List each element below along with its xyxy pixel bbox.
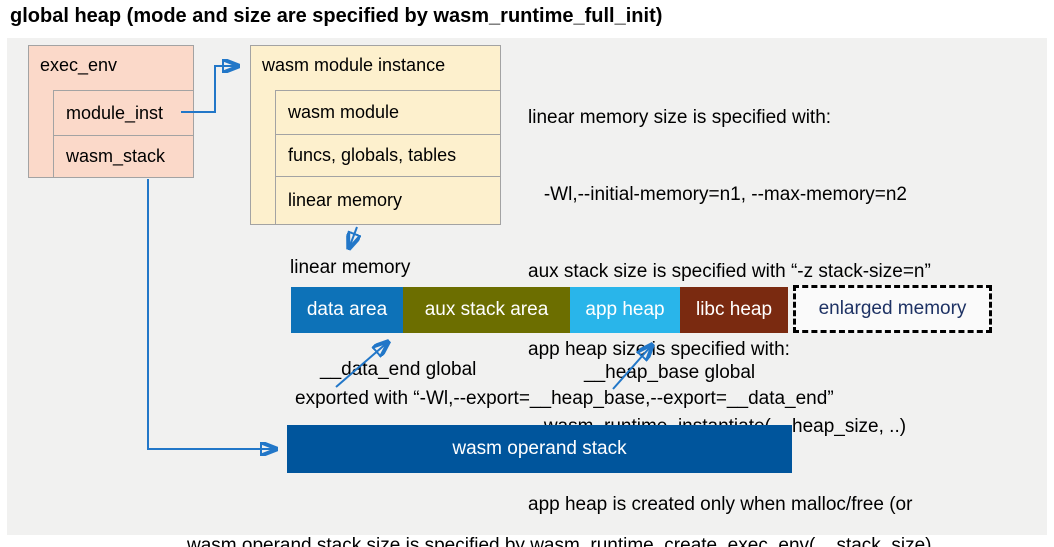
memory-size-notes: linear memory size is specified with: -W… [528, 53, 931, 547]
note-line: app heap size is specified with: [528, 338, 790, 360]
module-inst-label: module_inst [66, 102, 164, 123]
data-end-global-label: __data_end global [320, 359, 477, 380]
app-heap-segment: app heap [570, 287, 680, 333]
libc-heap-segment: libc heap [680, 287, 788, 333]
note-line: aux stack size is specified with “-z sta… [528, 261, 931, 283]
aux-stack-area-segment: aux stack area [403, 287, 570, 333]
wasm-stack-label: wasm_stack [66, 146, 166, 166]
wasm-module-box: wasm module [275, 90, 501, 135]
wasm-operand-stack-bar: wasm operand stack [287, 425, 792, 473]
data-area-segment: data area [291, 287, 403, 333]
wasm-stack-box: wasm_stack [53, 135, 194, 178]
funcs-globals-tables-label: funcs, globals, tables [288, 145, 457, 165]
note-line: wasm operand stack size is specified by … [187, 535, 932, 547]
module-inst-box: module_inst [53, 90, 194, 136]
operand-stack-notes: wasm operand stack size is specified by … [187, 481, 932, 547]
enlarged-memory-segment: enlarged memory [793, 285, 992, 333]
heap-base-global-label: __heap_base global [584, 362, 756, 383]
exec-env-label: exec_env [40, 55, 118, 75]
diagram-title: global heap (mode and size are specified… [10, 5, 663, 27]
linear-memory-row-label: linear memory [288, 190, 403, 210]
note-line: app heap is created only when malloc/fre… [528, 493, 913, 515]
wasm-module-label: wasm module [288, 102, 400, 122]
wasm-module-instance-label: wasm module instance [262, 55, 446, 75]
linear-memory-bar-label: linear memory [290, 257, 411, 278]
note-line: -Wl,--initial-memory=n1, --max-memory=n2 [528, 183, 907, 205]
funcs-globals-tables-box: funcs, globals, tables [275, 134, 501, 177]
linear-memory-bar: data area aux stack area app heap libc h… [291, 287, 788, 333]
export-note: exported with “-Wl,--export=__heap_base,… [295, 388, 834, 409]
linear-memory-box: linear memory [275, 176, 501, 225]
note-line: linear memory size is specified with: [528, 106, 832, 128]
